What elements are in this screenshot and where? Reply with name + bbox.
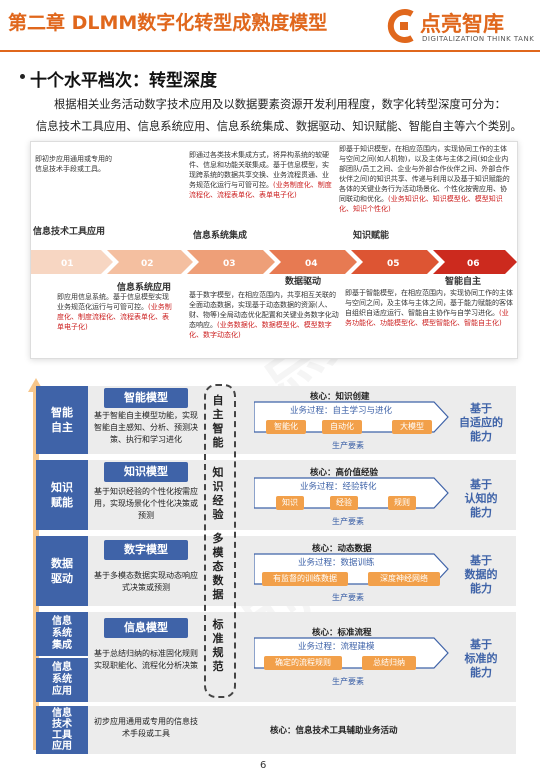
group-autonomous: 自主智能 — [212, 394, 224, 449]
chip: 确定的流程规则 — [264, 656, 342, 670]
label-knowledge: 知识赋能 — [353, 231, 390, 241]
intro-line-1: 根据相关业务活动数字技术应用及以数据要素资源开发利用程度，数字化转型深度可分为： — [54, 98, 506, 111]
chip: 总结归纳 — [362, 656, 416, 670]
model-intelligent: 智能模型 — [104, 388, 188, 408]
chapter-title: 第二章 DLMM数字化转型成熟度模型 — [8, 12, 328, 34]
chip: 智能化 — [266, 420, 306, 434]
produce-label: 生产要素 — [332, 593, 364, 602]
step-04: 04 — [305, 259, 318, 269]
label-system-app: 信息系统应用 — [117, 283, 172, 293]
header-divider — [0, 50, 540, 52]
chip: 有监督的训练数据 — [262, 572, 348, 586]
page-number: 6 — [260, 760, 267, 771]
process-text: 业务过程：经验转化 — [300, 482, 377, 492]
upper-diagram: 01 02 03 04 05 06 即初步应用通用或专用的信息技术手段或工具。 … — [30, 141, 518, 359]
model-information: 信息模型 — [104, 618, 188, 638]
step-06: 06 — [467, 259, 480, 269]
text-system-app: 即应用信息系统。基于信息模型实现业务规范化运行与可管可控。(业务制度化、制度流程… — [57, 293, 172, 331]
text-tool: 即初步应用通用或专用的信息技术手段或工具。 — [35, 155, 112, 173]
row-bg — [88, 706, 516, 754]
chip: 深度神经网络 — [368, 572, 440, 586]
logo-icon — [387, 9, 414, 43]
chip: 自动化 — [322, 420, 362, 434]
core-text: 核心：动态数据 — [312, 544, 372, 554]
section-title: 十个水平档次：转型深度 — [30, 71, 217, 91]
level-integration: 信息 系统 集成 — [36, 612, 88, 656]
label-tool: 信息技术工具应用 — [33, 227, 106, 237]
logo-name: 点亮智库 — [420, 12, 504, 36]
step-03: 03 — [223, 259, 236, 269]
produce-label: 生产要素 — [332, 517, 364, 526]
group-knowledge: 知识经验 — [212, 466, 224, 521]
process-text: 业务过程：数据训练 — [298, 558, 375, 568]
result-text: 基于 标准的 能力 — [464, 638, 498, 679]
core-text: 核心：知识创建 — [310, 392, 370, 402]
model-knowledge: 知识模型 — [104, 462, 188, 482]
logo: 点亮智库 DIGITALIZATION THINK TANK — [386, 6, 534, 50]
result-text: 基于 数据的 能力 — [464, 554, 498, 595]
step-05: 05 — [387, 259, 400, 269]
desc-intelligent: 基于智能自主模型功能，实现智能自主感知、分析、预测决策、执行和学习进化 — [94, 411, 198, 444]
process-text: 业务过程：流程建模 — [298, 642, 375, 652]
text-knowledge: 即基于知识模型，在相应范围内，实现协同工作的主体与空间之间(如人机物)，以及主体… — [339, 145, 510, 213]
step-02: 02 — [141, 259, 154, 269]
text-intelligent: 即基于智能模型，在相应范围内，实现协同工作的主体与空间之间，及主体与主体之间，基… — [345, 289, 513, 327]
group-multimodal: 多模态数据 — [212, 532, 224, 601]
step-01: 01 — [61, 259, 74, 269]
logo-subtitle: DIGITALIZATION THINK TANK — [422, 35, 535, 43]
group-standard: 标准规范 — [212, 618, 224, 673]
text-integration: 即通过各类技术集成方式，将异构系统的软硬件、信息和功能关联集成。基于信息模型，实… — [189, 151, 332, 199]
desc-information: 基于总结归纳的标准固化规则实现职能化、流程化分析决策 — [94, 649, 198, 670]
chip: 经验 — [330, 496, 358, 510]
core-text: 核心：标准流程 — [312, 628, 372, 638]
text-data-driven: 基于数字模型，在相应范围内，共享相互关联的全面动态数据，实现基于动态数据的资源(… — [189, 291, 339, 339]
level-intelligent: 智能 自主 — [36, 386, 88, 454]
chip: 大模型 — [392, 420, 432, 434]
produce-label: 生产要素 — [332, 441, 364, 450]
chip: 规则 — [388, 496, 416, 510]
core-text: 核心：高价值经验 — [310, 468, 379, 478]
result-text: 基于 自适应的 能力 — [459, 402, 503, 443]
result-text: 基于 认知的 能力 — [464, 478, 498, 519]
label-intelligent: 智能自主 — [445, 277, 482, 287]
stage-arrows: 01 02 03 04 05 06 — [31, 250, 517, 274]
level-tool: 信息 技术 工具 应用 — [36, 706, 88, 754]
model-digital: 数字模型 — [104, 540, 188, 560]
process-text: 业务过程：自主学习与进化 — [290, 406, 393, 416]
intro-line-2: 信息技术工具应用、信息系统应用、信息系统集成、数据驱动、知识赋能、智能自主等六个… — [36, 120, 522, 133]
level-data: 数据 驱动 — [36, 536, 88, 606]
core-text: 核心：信息技术工具辅助业务活动 — [270, 726, 398, 736]
label-data-driven: 数据驱动 — [285, 277, 322, 287]
bullet-dot — [20, 74, 25, 79]
desc-knowledge: 基于知识经验的个性化按需应用，实现场景化个性化决策或预测 — [94, 487, 198, 520]
produce-label: 生产要素 — [332, 677, 364, 686]
level-knowledge: 知识 赋能 — [36, 460, 88, 530]
level-system-app: 信息 系统 应用 — [36, 658, 88, 702]
desc-tool: 初步应用通用或专用的信息技术手段或工具 — [94, 717, 198, 738]
chip: 知识 — [276, 496, 304, 510]
vertical-group-frame — [204, 384, 236, 698]
desc-data: 基于多模态数据实现动态响应式决策或预测 — [94, 571, 198, 592]
label-integration: 信息系统集成 — [193, 231, 248, 241]
